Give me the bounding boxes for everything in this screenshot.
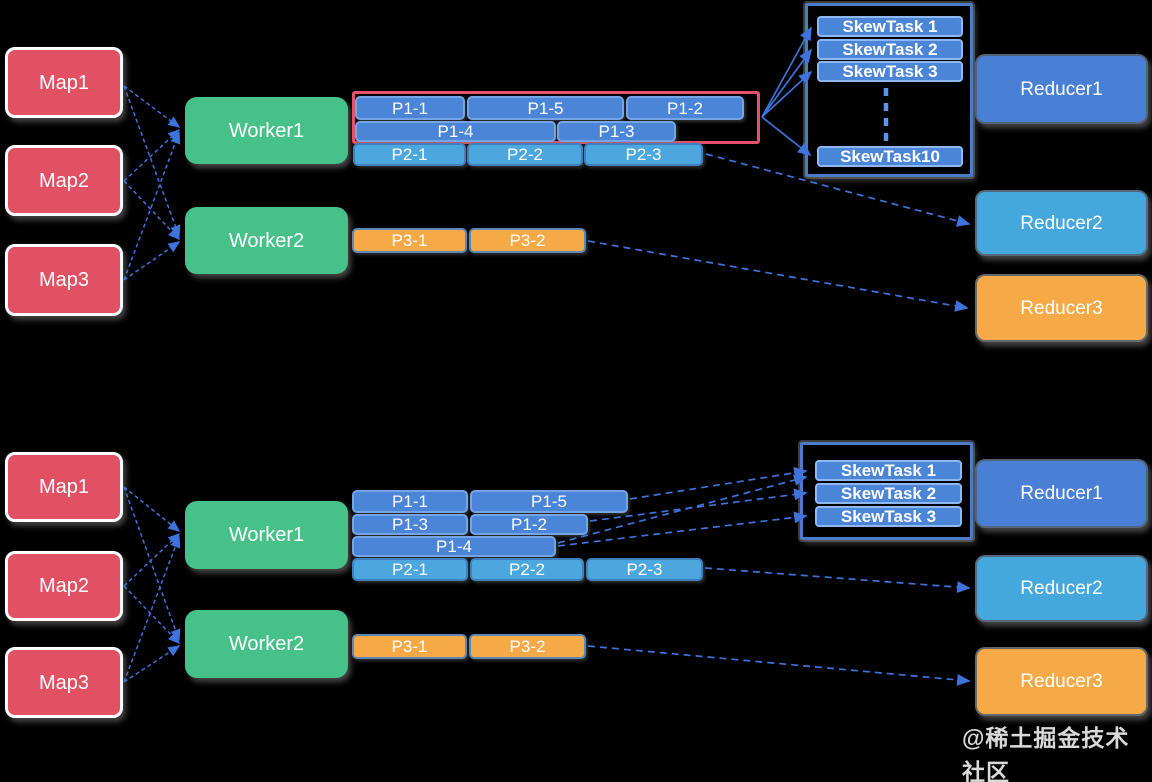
top-skew-fan-arrows bbox=[761, 26, 813, 157]
top-skewtask-10: SkewTask10 bbox=[817, 146, 963, 167]
bottom-map-1: Map1 bbox=[5, 452, 123, 522]
bottom-reducer-1: Reducer1 bbox=[975, 459, 1148, 528]
top-skewtask-2: SkewTask 2 bbox=[817, 39, 963, 60]
bottom-skewtask-3: SkewTask 3 bbox=[815, 506, 962, 527]
top-partition-p2-1: P2-1 bbox=[353, 143, 466, 166]
top-partition-p2-3: P2-3 bbox=[584, 143, 703, 166]
top-p1-skew-group-outline bbox=[352, 91, 760, 144]
bottom-partition-p1-4: P1-4 bbox=[352, 536, 556, 557]
top-skewtask-3: SkewTask 3 bbox=[817, 61, 963, 82]
watermark: @稀土掘金技术社区 bbox=[962, 725, 1130, 782]
bottom-partition-p3-1: P3-1 bbox=[352, 634, 467, 659]
bottom-skewtask-1: SkewTask 1 bbox=[815, 460, 962, 481]
top-partition-p1-3: P1-3 bbox=[557, 121, 676, 142]
top-partition-p1-4: P1-4 bbox=[355, 121, 556, 142]
bottom-map-2: Map2 bbox=[5, 551, 123, 621]
bottom-partition-p1-1: P1-1 bbox=[352, 490, 468, 513]
top-partition-p1-5: P1-5 bbox=[467, 96, 624, 120]
top-partition-p3-2: P3-2 bbox=[469, 228, 586, 253]
bottom-map-3: Map3 bbox=[5, 647, 123, 718]
bottom-worker-2: Worker2 bbox=[185, 610, 348, 678]
bottom-partition-p2-1: P2-1 bbox=[352, 558, 468, 581]
top-skewtask-1: SkewTask 1 bbox=[817, 16, 963, 37]
bottom-skewtask-2: SkewTask 2 bbox=[815, 483, 962, 504]
top-partition-reducer-arrows bbox=[587, 153, 971, 312]
top-partition-p3-1: P3-1 bbox=[352, 228, 467, 253]
bottom-partition-p2-2: P2-2 bbox=[470, 558, 584, 581]
bottom-partition-p1-3: P1-3 bbox=[352, 514, 468, 535]
top-map-1: Map1 bbox=[5, 47, 123, 118]
top-reducer-2: Reducer2 bbox=[975, 190, 1148, 256]
top-worker-2: Worker2 bbox=[185, 207, 348, 274]
top-reducer-1: Reducer1 bbox=[975, 54, 1148, 124]
top-partition-p2-2: P2-2 bbox=[467, 143, 583, 166]
top-reducer-3: Reducer3 bbox=[975, 274, 1148, 342]
bottom-reducer-3: Reducer3 bbox=[975, 647, 1148, 716]
top-map-3: Map3 bbox=[5, 244, 123, 316]
bottom-partition-p3-2: P3-2 bbox=[469, 634, 586, 659]
top-map-worker-arrows bbox=[123, 85, 181, 281]
bottom-map-worker-arrows bbox=[123, 486, 181, 683]
bottom-reducer-2: Reducer2 bbox=[975, 555, 1148, 622]
bottom-partition-p1-5: P1-5 bbox=[470, 490, 628, 513]
top-map-2: Map2 bbox=[5, 145, 123, 216]
top-worker-1: Worker1 bbox=[185, 97, 348, 164]
bottom-worker-1: Worker1 bbox=[185, 501, 348, 569]
bottom-partition-p1-2: P1-2 bbox=[470, 514, 588, 535]
bottom-partition-p2-3: P2-3 bbox=[586, 558, 703, 581]
top-partition-p1-1: P1-1 bbox=[355, 96, 465, 120]
bottom-partition-reducer-arrows bbox=[587, 567, 971, 686]
top-partition-p1-2: P1-2 bbox=[626, 96, 744, 120]
